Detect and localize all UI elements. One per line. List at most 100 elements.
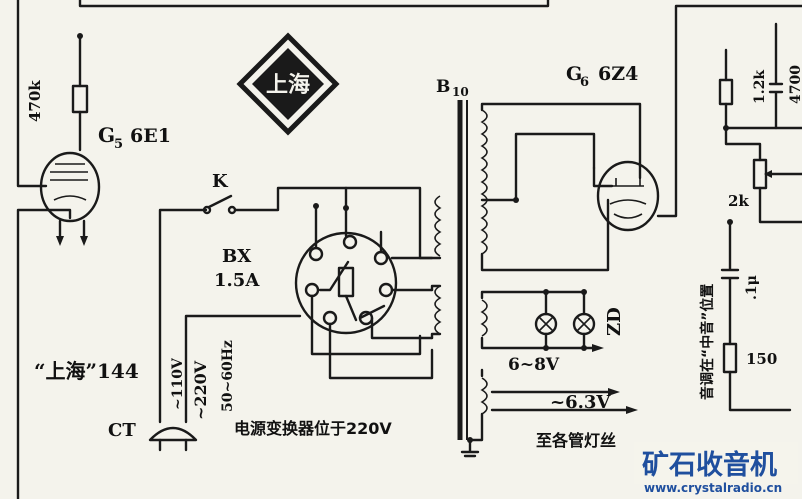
lv-leads: [480, 290, 594, 350]
label-470k: 470k: [26, 80, 44, 122]
label-6-8v: 6~8V: [508, 355, 560, 375]
primary-coil-upper: [434, 195, 442, 257]
heater-leads: [468, 368, 484, 442]
resistor-150: [722, 342, 738, 374]
g5-tube-envelope: [39, 151, 101, 223]
plug-ct-body: [148, 426, 198, 442]
resistor-470k: [71, 84, 89, 114]
label-g5-sub: 5: [114, 137, 123, 152]
node: [513, 197, 519, 203]
g5-arrows: [56, 236, 88, 246]
voltage-selector: BX 1.5A 电源变换器位于220V: [214, 186, 434, 438]
wire-top: [78, 0, 550, 8]
switch-k-blade: [207, 194, 233, 209]
shanghai-logo: 上海: [236, 32, 340, 136]
logo-diamond-inner: [252, 48, 324, 120]
wire-left-bottom: [16, 208, 72, 499]
selector-wires-lower: [310, 294, 434, 380]
selector-terminal: [308, 246, 324, 262]
label-bx: BX: [222, 246, 251, 267]
wire-150: [728, 370, 792, 412]
resistor-1-2k: [718, 78, 734, 106]
capacitor-4700: [768, 22, 784, 130]
label-b10: B: [436, 77, 450, 97]
selector-terminal: [373, 250, 389, 266]
g6-plate-leads: [592, 164, 642, 188]
label-6-3v: ~6.3V: [550, 392, 611, 413]
label-g5-type: 6E1: [130, 125, 171, 147]
node: [77, 33, 83, 39]
pilot-lamps: ZD 6~8V ~6.3V 至各管灯丝: [508, 289, 625, 450]
g6-tube-envelope: [596, 160, 660, 232]
primary-coil-lower: [434, 285, 442, 335]
label-tone-note: 音调在“中音”位置: [699, 284, 716, 400]
hv-center-tap: [480, 132, 596, 202]
label-01u: .1μ: [744, 275, 760, 300]
selector-links: [318, 260, 386, 322]
label-2k: 2k: [728, 192, 749, 210]
label-k: K: [212, 171, 229, 192]
ground-symbol: [460, 438, 480, 458]
switch-contact: [202, 205, 212, 215]
selector-terminal: [342, 234, 358, 250]
label-lamps-note: 至各管灯丝: [536, 431, 616, 450]
selector-wires: [314, 186, 434, 340]
watermark-cn: 矿石收音机: [642, 449, 777, 481]
hv-leads: [480, 102, 642, 272]
pilot-lamp-icon: [534, 312, 558, 336]
lamp-cross: [538, 316, 554, 332]
wire-plug-two: [184, 314, 302, 424]
lv-arrow: [592, 344, 604, 352]
secondary-hv-coil: [480, 109, 488, 255]
watermark-backdrop: [634, 442, 798, 484]
selector-terminal: [378, 282, 394, 298]
plug-ct-pins: [158, 438, 188, 452]
label-4700: 4700: [788, 65, 802, 104]
node: [313, 203, 319, 209]
label-model: “上海”144: [34, 359, 139, 383]
g6-cathode: [609, 199, 647, 219]
g6-rectifier: G 6 6Z4: [566, 4, 802, 232]
primary-leads: [418, 256, 442, 340]
label-g6-sub: 6: [580, 75, 589, 90]
node: [581, 289, 587, 295]
b-plus-wire: [656, 4, 802, 218]
wire-2k: [724, 126, 802, 224]
node: [343, 205, 349, 211]
wire-left-top: [16, 0, 48, 188]
pilot-lamp-icon: [572, 312, 596, 336]
label-110v: ~110V: [170, 357, 186, 410]
power-input-section: K CT ~110V ~220V 50~60Hz “上海”144: [34, 171, 422, 452]
g5-tube-section: 470k G 5 6E1: [16, 0, 550, 499]
wire-switch-in: [158, 208, 208, 424]
watermark: 矿石收音机 www.crystalradio.cn: [634, 442, 798, 495]
selector-terminal: [322, 310, 338, 326]
label-1-2k: 1.2k: [752, 70, 768, 104]
wiper-arrow: [764, 170, 772, 178]
transformer-b10: B 10: [418, 77, 642, 458]
logo-diamond-outer: [236, 32, 340, 136]
label-ct: CT: [108, 420, 136, 441]
heater-arrows: [608, 388, 638, 414]
node: [727, 219, 733, 225]
watermark-url: www.crystalradio.cn: [644, 481, 782, 495]
selector-terminal: [304, 282, 320, 298]
label-g6-type: 6Z4: [598, 63, 638, 85]
tone-network: 1.2k 4700 2k .1μ 150 音调在“中音”位置: [699, 22, 802, 412]
label-zd: ZD: [604, 307, 625, 336]
node: [543, 345, 549, 351]
label-g5: G: [98, 123, 115, 147]
g6-plates: [612, 178, 644, 187]
label-150: 150: [746, 350, 777, 368]
label-220v: ~220V: [191, 360, 210, 420]
label-selector-note: 电源变换器位于220V: [234, 419, 392, 438]
node: [581, 345, 587, 351]
wire-switch-out: [233, 186, 422, 260]
logo-text: 上海: [266, 72, 310, 98]
secondary-6-3v-coil: [480, 377, 488, 415]
lamp-cross: [576, 316, 592, 332]
g5-cathode: [53, 195, 87, 201]
secondary-6-8v-coil: [480, 299, 488, 337]
